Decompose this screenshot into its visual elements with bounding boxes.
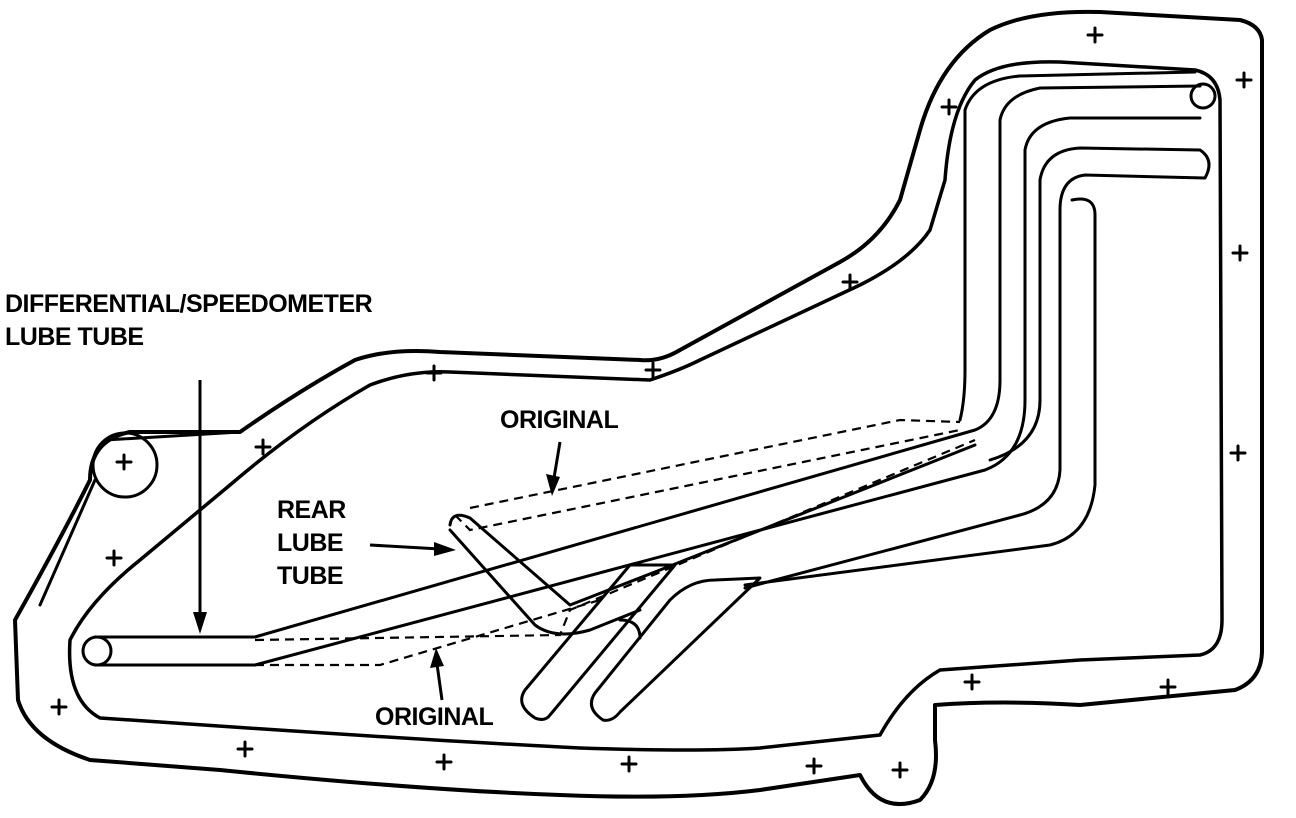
- original-label-top: ORIGINAL: [500, 406, 618, 434]
- upper-tube-end: [1189, 82, 1217, 110]
- pickup-tube-link: [618, 618, 642, 640]
- plus-icon: [425, 364, 443, 382]
- plus-icon: [115, 453, 133, 471]
- plus-icon: [1159, 678, 1177, 696]
- plus-icon: [891, 761, 909, 779]
- arrow-icon: [546, 441, 562, 496]
- tube-bundle-b: [743, 146, 1211, 590]
- plus-icon: [236, 740, 254, 758]
- plus-icon: [644, 361, 662, 379]
- plus-icon: [940, 98, 958, 116]
- differential-label-line1: DIFFERENTIAL/SPEEDOMETER: [5, 290, 373, 318]
- plus-icon: [50, 698, 68, 716]
- arrow-icon: [430, 648, 444, 701]
- plus-icon: [1235, 71, 1253, 89]
- boss-tangent-top: [103, 430, 242, 442]
- differential-lube-tube-lower: [93, 116, 1202, 667]
- differential-label-line2: LUBE TUBE: [5, 323, 144, 351]
- rear-lube-tube: [448, 443, 977, 607]
- plus-icon: [1231, 244, 1249, 262]
- plus-icon: [841, 273, 859, 291]
- rear-lube-label-line1: REAR: [277, 496, 346, 524]
- plus-icon: [1229, 444, 1247, 462]
- plus-icon: [105, 549, 123, 567]
- tube-bundle-a: [958, 70, 1197, 422]
- rear-lube-tube-lower: [448, 528, 642, 636]
- original-route-top: [454, 418, 961, 532]
- rear-lube-label-line3: TUBE: [277, 562, 343, 590]
- pickup-tube-b: [589, 576, 762, 722]
- pan-inner-outline: [67, 60, 1224, 752]
- plus-icon: [963, 673, 981, 691]
- boss-circle: [91, 431, 159, 499]
- plus-icon: [805, 757, 823, 775]
- differential-lube-tube: [93, 84, 1202, 639]
- tube-bundle-c: [743, 197, 1097, 587]
- pickup-tube-a: [520, 563, 677, 721]
- plus-icon: [1086, 26, 1104, 44]
- arrow-icon: [369, 542, 456, 556]
- plus-icon: [435, 753, 453, 771]
- rear-lube-label-line2: LUBE: [277, 529, 343, 557]
- pan-outer-outline: [13, 9, 1264, 806]
- differential-tube-end: [81, 635, 113, 667]
- plus-icon: [254, 438, 272, 456]
- plus-icon: [620, 755, 638, 773]
- arrow-icon: [193, 380, 207, 634]
- original-route-bottom: [254, 438, 976, 667]
- bolt-markers: [50, 26, 1253, 779]
- original-label-bottom: ORIGINAL: [375, 703, 493, 731]
- boss-tangent-left: [38, 478, 97, 607]
